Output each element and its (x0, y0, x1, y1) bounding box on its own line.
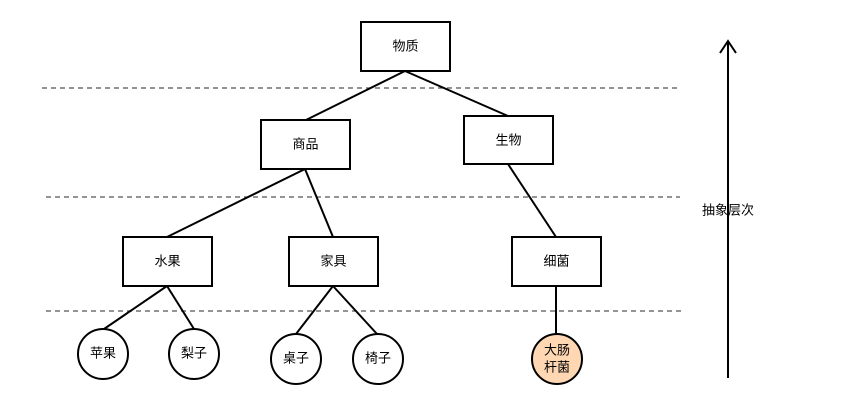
leaf-chair: 椅子 (352, 333, 404, 385)
leaf-table: 桌子 (270, 333, 322, 385)
leaf-chair-label: 椅子 (365, 352, 391, 367)
edge-fruit-pear (166, 285, 195, 330)
node-fruit-label: 水果 (154, 255, 180, 270)
edge-furniture-chair (332, 285, 378, 335)
leaf-apple: 苹果 (77, 328, 129, 380)
node-goods: 商品 (260, 119, 351, 170)
node-matter-label: 物质 (392, 40, 418, 55)
abstraction-axis-label: 抽象层次 (702, 203, 754, 219)
node-organism: 生物 (463, 115, 554, 165)
node-fruit: 水果 (122, 236, 213, 287)
leaf-pear-label: 梨子 (181, 347, 207, 362)
node-furniture-label: 家具 (320, 254, 346, 270)
node-matter: 物质 (360, 21, 451, 72)
edge-goods-furniture (304, 168, 334, 238)
arrow-up-icon (719, 39, 737, 54)
leaf-ecoli-label-line1: 大肠 (544, 344, 570, 359)
edge-furniture-table (295, 285, 334, 335)
node-bacteria: 细菌 (511, 236, 602, 287)
leaf-pear: 梨子 (168, 328, 220, 380)
node-organism-label: 生物 (495, 134, 521, 149)
edge-fruit-apple (103, 285, 168, 330)
node-goods-label: 商品 (292, 138, 318, 153)
edge-goods-fruit (166, 168, 306, 238)
leaf-apple-label: 苹果 (90, 347, 116, 362)
leaf-ecoli-highlight (531, 333, 583, 385)
abstraction-axis: 抽象层次 (702, 39, 754, 378)
leaf-ecoli: 大肠 杆菌 (531, 333, 583, 385)
node-furniture: 家具 (288, 236, 379, 287)
leaf-table-label: 桌子 (283, 352, 309, 367)
edge-matter-organism (404, 70, 509, 117)
node-bacteria-label: 细菌 (543, 255, 569, 270)
edge-organism-bacteria (507, 163, 557, 238)
leaf-ecoli-label-line2: 杆菌 (544, 361, 570, 376)
edge-matter-goods (305, 70, 406, 121)
